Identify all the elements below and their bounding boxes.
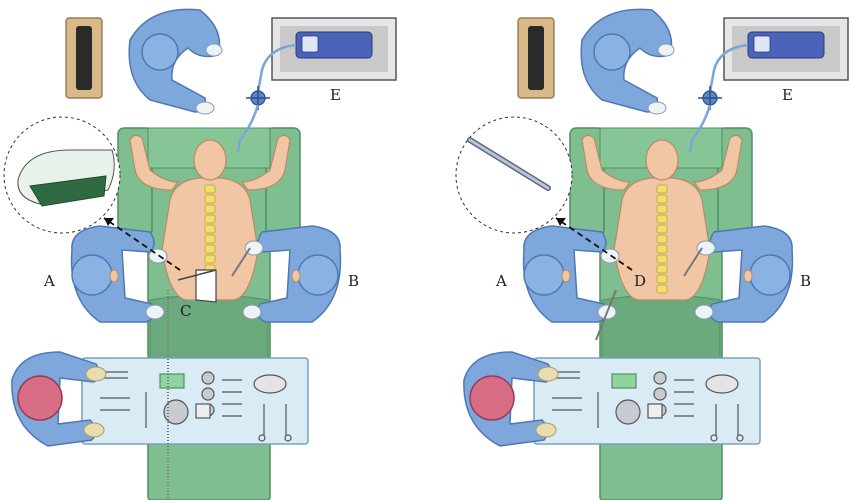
label-c: C bbox=[180, 302, 191, 320]
magnified-inset bbox=[3, 116, 121, 234]
magnified-inset-right bbox=[455, 116, 573, 234]
callout-arrow bbox=[103, 217, 181, 271]
retractor-c bbox=[195, 269, 217, 303]
label-d: D bbox=[634, 272, 646, 290]
right-panel: D bbox=[455, 8, 850, 500]
left-panel: C bbox=[3, 8, 398, 500]
callout-arrow-right bbox=[555, 217, 633, 271]
suction-line-right bbox=[595, 289, 617, 341]
